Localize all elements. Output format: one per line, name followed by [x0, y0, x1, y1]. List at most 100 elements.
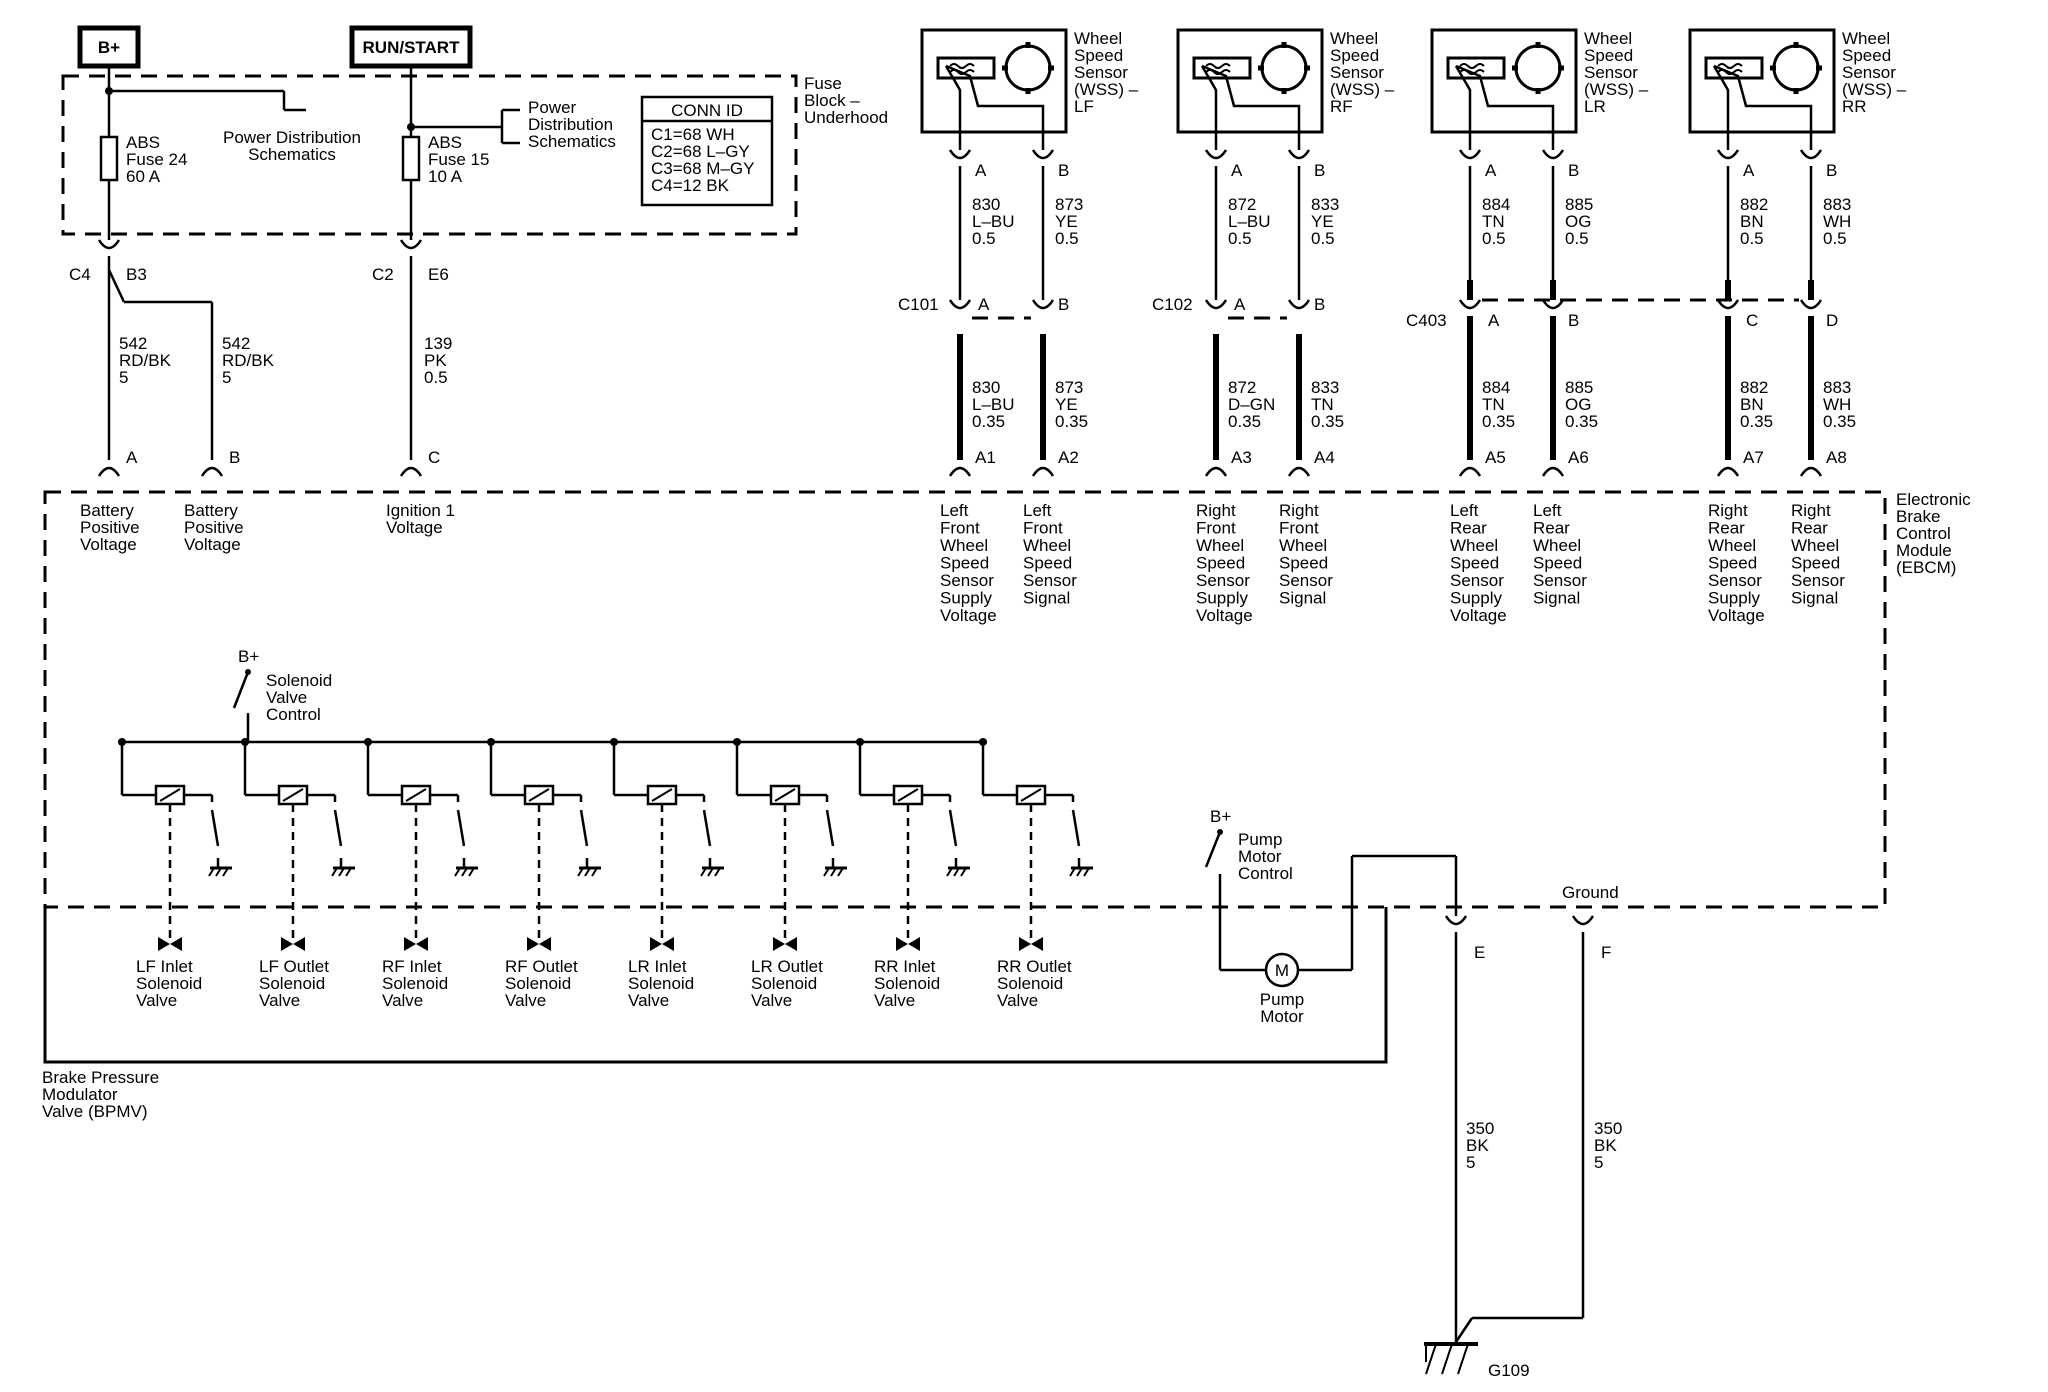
svg-text:Wheel: Wheel [1074, 29, 1122, 48]
svg-text:B: B [229, 448, 240, 467]
svg-text:Pump: Pump [1260, 990, 1304, 1009]
svg-text:Speed: Speed [1279, 554, 1328, 573]
sensor-pickup [1192, 56, 1252, 80]
svg-text:LF: LF [1074, 97, 1094, 116]
run-start-label: RUN/START [363, 38, 461, 57]
svg-text:TN: TN [1482, 212, 1505, 231]
tone-wheel-icon [1260, 44, 1308, 92]
ebcm-batt-a-label: Battery Positive Voltage [80, 501, 140, 554]
svg-text:Voltage: Voltage [386, 518, 443, 537]
svg-text:Fuse 15: Fuse 15 [428, 150, 489, 169]
svg-text:Left: Left [1533, 501, 1562, 520]
svg-text:0.35: 0.35 [972, 412, 1005, 431]
ebcm-pin-label: A1 [975, 448, 996, 467]
svg-text:Voltage: Voltage [1450, 606, 1507, 625]
svg-text:Distribution: Distribution [528, 115, 613, 134]
svg-text:882: 882 [1740, 378, 1768, 397]
ebcm-pin-a: A [97, 448, 138, 477]
svg-text:L–BU: L–BU [972, 212, 1015, 231]
svg-text:Left: Left [1023, 501, 1052, 520]
svg-text:TN: TN [1311, 395, 1334, 414]
pump-motor: M Pump Motor [1260, 952, 1304, 1026]
svg-text:B+: B+ [1210, 807, 1231, 826]
svg-text:Wheel: Wheel [1450, 536, 1498, 555]
svg-text:885: 885 [1565, 195, 1593, 214]
svg-text:RR: RR [1842, 97, 1867, 116]
svg-text:ABS: ABS [126, 133, 160, 152]
svg-text:PK: PK [424, 351, 447, 370]
inline-pin-b: B [1058, 295, 1069, 314]
motor-symbol: M [1275, 961, 1289, 980]
svg-text:C2=68 L–GY: C2=68 L–GY [651, 142, 750, 161]
svg-text:RD/BK: RD/BK [119, 351, 172, 370]
svg-text:Wheel: Wheel [1196, 536, 1244, 555]
inline-pin-d: D [1826, 311, 1838, 330]
svg-text:Valve: Valve [628, 991, 669, 1010]
svg-text:Speed: Speed [1842, 46, 1891, 65]
svg-text:E6: E6 [428, 265, 449, 284]
connector-c102-label: C102 [1152, 295, 1193, 314]
svg-text:Power Distribution: Power Distribution [223, 128, 361, 147]
svg-text:BK: BK [1466, 1136, 1489, 1155]
wire-350-e: 350 BK 5 [1466, 1119, 1494, 1172]
svg-text:Sensor: Sensor [1842, 63, 1896, 82]
svg-text:Front: Front [1023, 519, 1063, 538]
svg-text:Rear: Rear [1791, 519, 1828, 538]
svg-text:Solenoid: Solenoid [628, 974, 694, 993]
svg-text:Solenoid: Solenoid [505, 974, 571, 993]
svg-text:Supply: Supply [1196, 589, 1248, 608]
svg-text:5: 5 [1466, 1153, 1475, 1172]
svg-text:10 A: 10 A [428, 167, 463, 186]
svg-text:Sensor: Sensor [1196, 571, 1250, 590]
svg-text:Front: Front [1279, 519, 1319, 538]
svg-text:LF Outlet: LF Outlet [259, 957, 329, 976]
svg-text:0.5: 0.5 [972, 229, 996, 248]
svg-text:Schematics: Schematics [248, 145, 336, 164]
pin-a-label: A [1231, 161, 1243, 180]
svg-text:(WSS) –: (WSS) – [1074, 80, 1139, 99]
svg-text:Supply: Supply [1708, 589, 1760, 608]
svg-text:0.5: 0.5 [1823, 229, 1847, 248]
svg-text:Pump: Pump [1238, 830, 1282, 849]
svg-text:B3: B3 [126, 265, 147, 284]
wire-542-b: 542 RD/BK 5 [222, 334, 275, 387]
svg-text:Left: Left [940, 501, 969, 520]
svg-text:0.5: 0.5 [1311, 229, 1335, 248]
ground-pin-e: E [1444, 915, 1485, 962]
svg-text:Supply: Supply [940, 589, 992, 608]
svg-text:0.35: 0.35 [1482, 412, 1515, 431]
svg-text:Sensor: Sensor [1533, 571, 1587, 590]
pds-right-label: Power Distribution Schematics [528, 98, 616, 151]
svg-text:Speed: Speed [1584, 46, 1633, 65]
svg-text:0.5: 0.5 [424, 368, 448, 387]
svg-text:Voltage: Voltage [940, 606, 997, 625]
svg-text:0.35: 0.35 [1565, 412, 1598, 431]
abs-fuse-24: ABS Fuse 24 60 A [99, 133, 187, 240]
inline-pin-a: A [1234, 295, 1246, 314]
svg-text:Brake: Brake [1896, 507, 1940, 526]
svg-text:Wheel: Wheel [1279, 536, 1327, 555]
svg-text:CONN ID: CONN ID [671, 101, 743, 120]
svg-text:(EBCM): (EBCM) [1896, 558, 1956, 577]
svg-text:Sensor: Sensor [1074, 63, 1128, 82]
svg-text:542: 542 [222, 334, 250, 353]
svg-text:Rear: Rear [1450, 519, 1487, 538]
svg-text:L–BU: L–BU [1228, 212, 1271, 231]
svg-text:Solenoid: Solenoid [259, 974, 325, 993]
connector-c4-b3: C4 B3 [69, 239, 147, 284]
